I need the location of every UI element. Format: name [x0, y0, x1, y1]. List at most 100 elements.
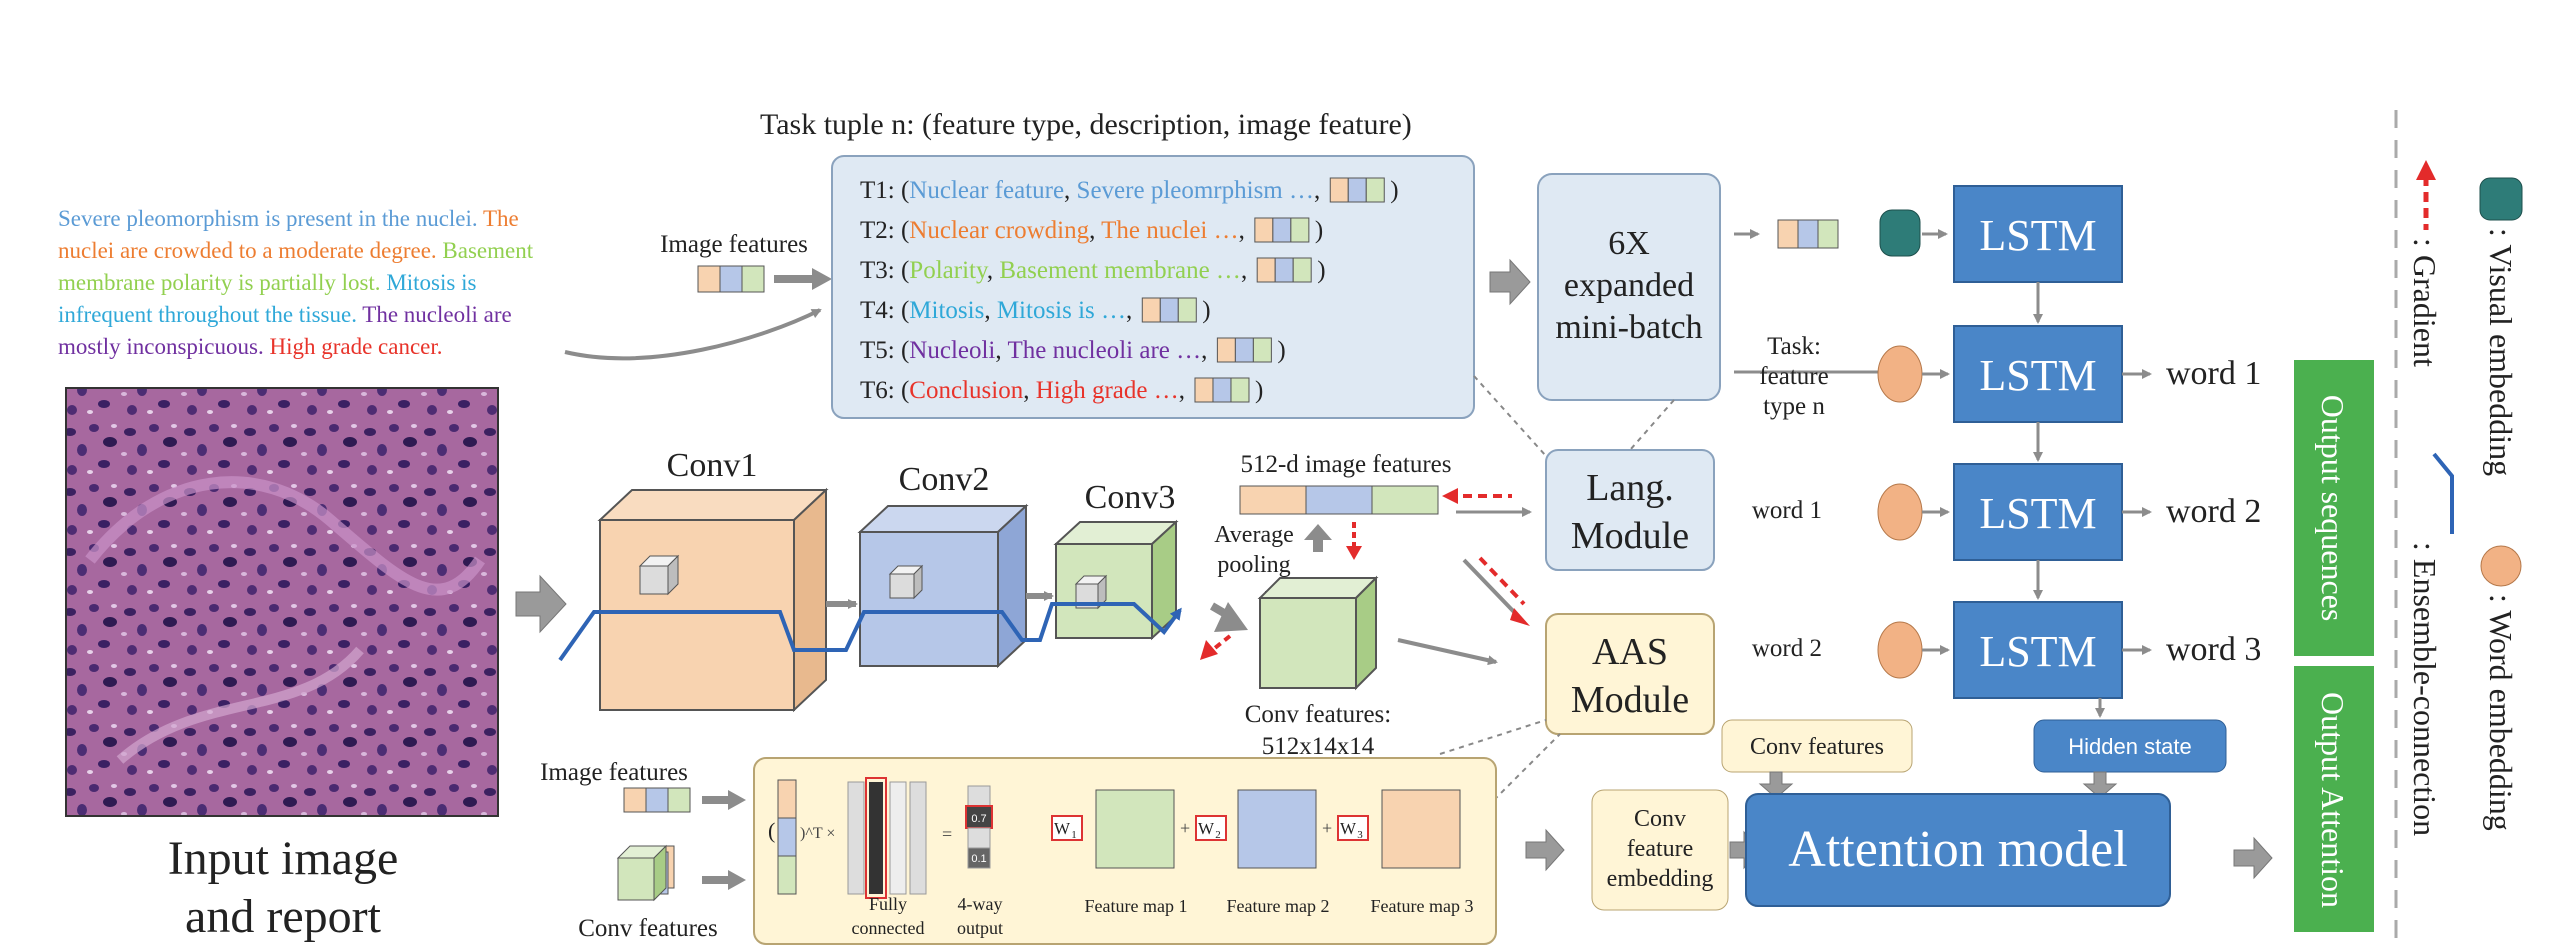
- svg-text:Module: Module: [1571, 679, 1689, 721]
- report-fragment: infrequent throughout the tissue.: [58, 302, 357, 327]
- aas-input-vector: [777, 779, 797, 895]
- task-image-feature-icon: [1329, 177, 1385, 203]
- report-line: membrane polarity is partially lost. Mit…: [58, 270, 476, 295]
- avg-pool-label-2: pooling: [1217, 552, 1290, 578]
- tasks-to-minibatch-arrow: [1489, 258, 1531, 306]
- task-id: T5: (: [860, 337, 909, 364]
- report-fragment: membrane polarity is partially lost.: [58, 270, 381, 295]
- report-fragment: mostly inconspicuous.: [58, 334, 264, 359]
- task-input-label-1: Task:: [1767, 333, 1821, 360]
- four-way-label-2: output: [957, 918, 1003, 938]
- svg-text:LSTM: LSTM: [1979, 351, 2096, 400]
- task-desc: The nuclei …: [1101, 217, 1238, 244]
- conv-features-label-1: Conv features:: [1245, 701, 1391, 728]
- svg-text:Conv features: Conv features: [1750, 734, 1884, 760]
- weight-w2: W 2: [1195, 815, 1227, 841]
- lstm-1: LSTM: [1953, 185, 2123, 283]
- svg-text:0.1: 0.1: [971, 853, 986, 865]
- report-text: Severe pleomorphism is present in the nu…: [58, 206, 534, 359]
- legend-ensemble-text: : Ensemble-connection: [2407, 542, 2443, 836]
- feature-map-1: [1095, 789, 1175, 869]
- legend-visual-icon: [2479, 177, 2523, 221]
- svg-text:Output sequences: Output sequences: [2315, 395, 2351, 622]
- conv3-cube: [1053, 519, 1179, 641]
- task-comma: ,: [1314, 177, 1320, 204]
- task-desc: High grade …: [1036, 377, 1179, 404]
- conv-features-block: [1257, 575, 1379, 691]
- svg-text:LSTM: LSTM: [1979, 489, 2096, 538]
- feat512-bar: [1239, 485, 1439, 515]
- svg-text:2: 2: [1215, 829, 1221, 841]
- task-desc: Mitosis is …: [997, 297, 1126, 324]
- svg-text:Output Attention: Output Attention: [2315, 692, 2351, 908]
- conv1-label: Conv1: [667, 447, 758, 484]
- svg-text:3: 3: [1357, 829, 1363, 841]
- four-way-output: 0.7 0.1: [965, 785, 993, 869]
- conv3-label: Conv3: [1085, 479, 1176, 516]
- task-image-feature-icon: [1216, 337, 1272, 363]
- report-fragment: The: [478, 206, 519, 231]
- report-fragment: nuclei are crowded to a moderate degree.: [58, 238, 437, 263]
- word-embedding-1: [1877, 483, 1923, 541]
- image-to-cnn-arrow: [515, 574, 567, 634]
- feat512-label: 512-d image features: [1240, 451, 1451, 478]
- task-close-paren: ): [1315, 217, 1323, 244]
- conv-features-box: Conv features: [1721, 719, 1913, 773]
- report-fragment: Mitosis is: [381, 270, 477, 295]
- svg-text:W: W: [1054, 819, 1071, 838]
- weight-w3: W 3: [1337, 815, 1369, 841]
- svg-text:+: +: [1322, 818, 1332, 838]
- task-feature: Nuclear feature: [909, 177, 1064, 204]
- report-line: Severe pleomorphism is present in the nu…: [58, 206, 519, 231]
- report-fragment: Severe pleomorphism is present in the nu…: [58, 206, 478, 231]
- input-image-label-line1: Input image: [168, 832, 399, 885]
- task-id: T1: (: [860, 177, 909, 204]
- minibatch-image-feature-icon: [1777, 219, 1839, 249]
- svg-text:LSTM: LSTM: [1979, 211, 2096, 260]
- four-way-label-1: 4-way: [958, 894, 1003, 914]
- report-line: nuclei are crowded to a moderate degree.…: [58, 238, 534, 263]
- task-row: T3: (Polarity, Basement membrane …,: [860, 257, 1247, 284]
- task-id: T6: (: [860, 377, 909, 404]
- task-list: T1: (Nuclear feature, Severe pleomrphism…: [860, 177, 1399, 404]
- task-comma: ,: [1126, 297, 1132, 324]
- svg-text:embedding: embedding: [1607, 866, 1714, 892]
- output-word-1: word 1: [2166, 355, 2261, 392]
- word2-input-label: word 2: [1752, 635, 1822, 662]
- svg-text:Lang.: Lang.: [1586, 467, 1674, 509]
- svg-text:1: 1: [1071, 829, 1077, 841]
- task-close-paren: ): [1390, 177, 1398, 204]
- feature-map-3: [1381, 789, 1461, 869]
- svg-text:Conv: Conv: [1634, 806, 1686, 832]
- image-features-label: Image features: [660, 231, 808, 258]
- task-input-label-3: type n: [1763, 393, 1825, 420]
- legend-visual-text: : Visual embedding: [2483, 228, 2519, 476]
- aas-conv-features-label: Conv features: [578, 915, 718, 942]
- minibatch-label-2: expanded: [1564, 267, 1694, 304]
- task-comma: ,: [1201, 337, 1207, 364]
- minibatch-label-3: mini-batch: [1555, 309, 1702, 346]
- task-sep: ,: [984, 297, 997, 324]
- image-features-icon: [697, 265, 765, 293]
- task-feature: Mitosis: [909, 297, 984, 324]
- svg-text:feature: feature: [1627, 836, 1694, 862]
- task-desc: Basement membrane …: [999, 257, 1241, 284]
- svg-text:Module: Module: [1571, 515, 1689, 557]
- visual-embedding-icon: [1879, 209, 1921, 257]
- weight-w1: W 1: [1051, 815, 1083, 841]
- fully-connected-layer: [847, 777, 927, 899]
- conv2-label: Conv2: [899, 461, 990, 498]
- output-word-2: word 2: [2166, 493, 2261, 530]
- task-sep: ,: [1023, 377, 1036, 404]
- feature-map-2: [1237, 789, 1317, 869]
- legend-word-text: : Word embedding: [2483, 594, 2519, 831]
- task-sep: ,: [995, 337, 1007, 364]
- svg-text:Attention model: Attention model: [1788, 821, 2127, 878]
- task-close-paren: ): [1277, 337, 1285, 364]
- svg-text:LSTM: LSTM: [1979, 627, 2096, 676]
- task-id: T3: (: [860, 257, 909, 284]
- aas-image-features-label: Image features: [540, 759, 688, 786]
- report-to-tasks-arrow: [564, 308, 822, 361]
- task-row: T2: (Nuclear crowding, The nuclei …,: [860, 217, 1245, 244]
